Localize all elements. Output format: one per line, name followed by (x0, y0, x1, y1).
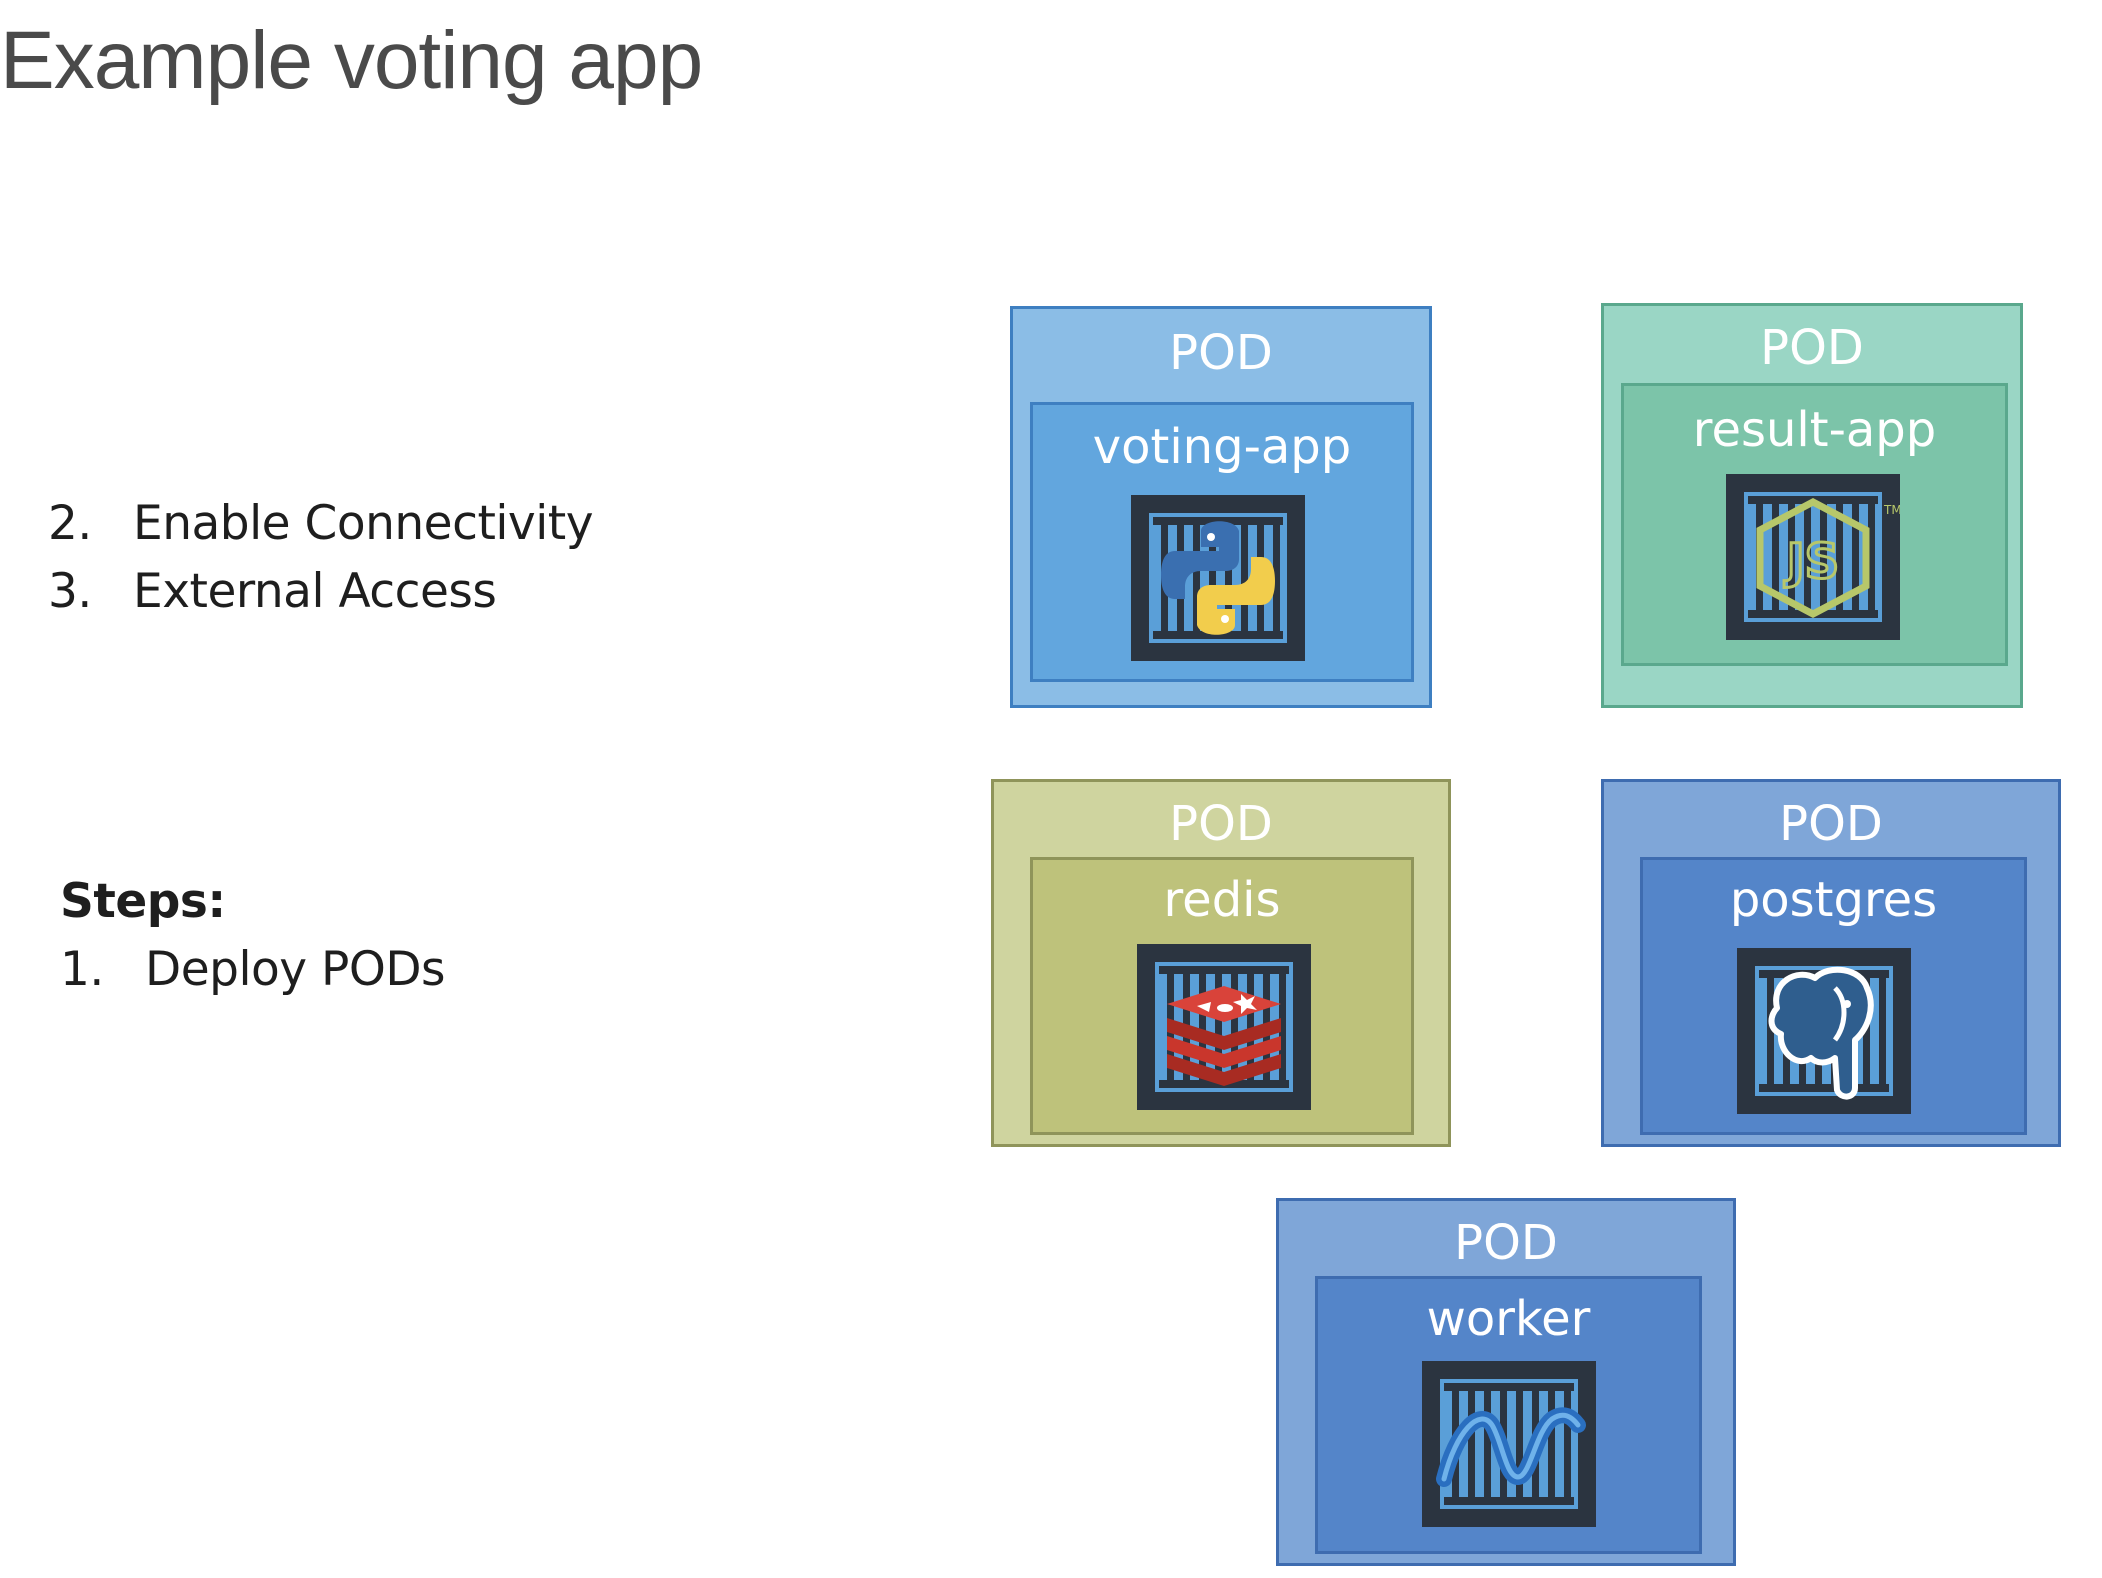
svg-text:TM: TM (1883, 503, 1900, 517)
container-redis: redis (1030, 857, 1414, 1135)
pod-worker: POD worker (1276, 1198, 1736, 1566)
step-number: 1. (60, 942, 104, 997)
container-voting-app: voting-app (1030, 402, 1414, 682)
steps-heading: Steps: (60, 874, 226, 929)
step-item: 2. Enable Connectivity (48, 490, 594, 558)
container-postgres: postgres (1640, 857, 2027, 1135)
pod-postgres: POD postgres (1601, 779, 2061, 1147)
postgres-icon (1737, 948, 1911, 1114)
step-number: 2. (48, 496, 92, 551)
python-icon (1131, 495, 1305, 661)
container-result-app: result-app JS TM (1621, 383, 2008, 666)
pod-label: POD (1454, 1215, 1558, 1271)
container-name: redis (1163, 872, 1281, 928)
nodejs-icon: JS TM (1726, 474, 1900, 640)
slide-title: Example voting app (0, 15, 703, 106)
container-name: worker (1426, 1291, 1591, 1347)
step-number: 3. (48, 564, 92, 619)
pod-label: POD (1779, 796, 1883, 852)
container-name: postgres (1729, 872, 1938, 928)
pod-label: POD (1169, 325, 1273, 381)
container-worker: worker (1315, 1276, 1702, 1554)
pod-label: POD (1760, 320, 1864, 376)
container-name: voting-app (1092, 419, 1352, 475)
pod-result-app: POD result-app JS TM (1601, 303, 2023, 708)
connectivity-steps: 2. Enable Connectivity 3. External Access (48, 490, 594, 626)
step-item: 1. Deploy PODs (60, 936, 446, 1004)
pod-redis: POD redis (991, 779, 1451, 1147)
pod-label: POD (1169, 796, 1273, 852)
svg-text:JS: JS (1784, 534, 1839, 590)
container-name: result-app (1692, 402, 1937, 458)
step-label: External Access (133, 564, 497, 619)
pod-voting-app: POD voting-app (1010, 306, 1432, 708)
step-label: Deploy PODs (145, 942, 446, 997)
step-label: Enable Connectivity (133, 496, 594, 551)
dotnet-icon (1422, 1361, 1596, 1527)
steps-list: Steps: 1. Deploy PODs (60, 868, 446, 1004)
redis-icon (1137, 944, 1311, 1110)
step-item: 3. External Access (48, 558, 593, 626)
